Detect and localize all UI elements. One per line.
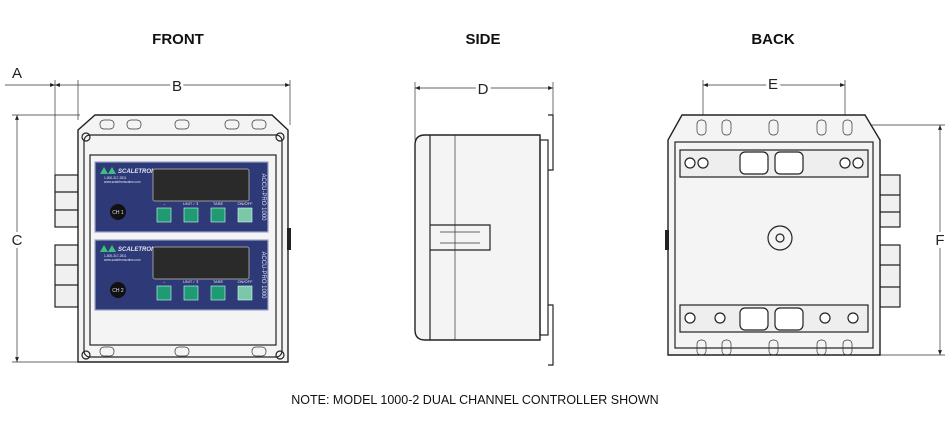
website-text: www.scaletronscales.com (104, 180, 141, 184)
mounting-bracket-top (679, 149, 869, 178)
button-label: TARE (213, 201, 224, 206)
button-label: UNIT / ⇕ (183, 279, 199, 284)
button-label: ON/OFF (237, 279, 253, 284)
website-text: www.scaletronscales.com (104, 258, 141, 262)
panel-button[interactable] (156, 285, 172, 301)
dimension-d-label: D (478, 81, 489, 98)
channel-label: CH 1 (112, 210, 124, 216)
side-clip (430, 224, 491, 251)
brand-logo-text: SCALETRON (118, 169, 156, 175)
panel-button[interactable] (183, 285, 199, 301)
panel-button[interactable] (237, 207, 253, 223)
lcd-display (152, 246, 250, 280)
lid-tabs (99, 119, 267, 357)
mounting-bracket-bottom (679, 304, 869, 333)
dimension-f-label: F (935, 232, 944, 249)
heading-side: SIDE (465, 31, 500, 48)
lcd-display (152, 168, 250, 202)
dimension-e-label: E (768, 76, 778, 93)
back-hinges (879, 174, 901, 308)
button-label: → (162, 279, 166, 284)
phone-text: 1-800-317-2811 (104, 176, 127, 180)
controller-panels: SCALETRON1-800-317-2811www.scaletronscal… (94, 161, 269, 311)
heading-front: FRONT (152, 31, 204, 48)
panel-button[interactable] (210, 207, 226, 223)
panel-button[interactable] (156, 207, 172, 223)
hinge (54, 174, 79, 308)
channel-knob[interactable] (110, 282, 126, 298)
phone-text: 1-800-317-2811 (104, 254, 127, 258)
channel-knob[interactable] (110, 204, 126, 220)
model-label: ACCU-PRO 1000 (260, 251, 266, 299)
channel-label: CH 2 (112, 288, 124, 294)
panel-button[interactable] (210, 285, 226, 301)
button-label: UNIT / ⇕ (183, 201, 199, 206)
logo-icon (100, 245, 116, 252)
model-label: ACCU-PRO 1000 (260, 173, 266, 221)
mounting-slots (696, 119, 853, 356)
dimension-b-label: B (172, 78, 182, 95)
button-label: TARE (213, 279, 224, 284)
heading-back: BACK (751, 31, 794, 48)
dimension-c-label: C (12, 232, 23, 249)
panel-button[interactable] (183, 207, 199, 223)
side-view: D (414, 78, 554, 366)
brand-logo-text: SCALETRON (118, 247, 156, 253)
button-label: → (162, 201, 166, 206)
model-note: NOTE: MODEL 1000-2 DUAL CHANNEL CONTROLL… (291, 393, 658, 407)
panel-button[interactable] (237, 285, 253, 301)
logo-icon (100, 167, 116, 174)
button-label: ON/OFF (237, 201, 253, 206)
controller-panel: SCALETRON1-800-317-2811www.scaletronscal… (94, 239, 269, 311)
back-view: E F (665, 73, 948, 356)
side-body (414, 134, 541, 341)
dimension-a-label: A (12, 65, 22, 82)
enclosure-body (77, 114, 289, 363)
controller-panel: SCALETRON1-800-317-2811www.scaletronscal… (94, 161, 269, 233)
center-port (767, 225, 793, 251)
